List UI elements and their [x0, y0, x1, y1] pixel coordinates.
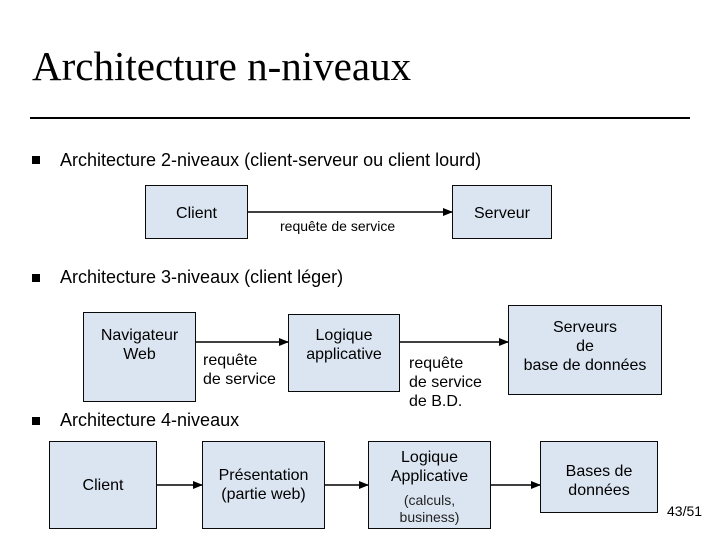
client-label: Client [82, 477, 124, 494]
heading-four-tier: Architecture 4-niveaux [60, 410, 240, 430]
heading-two-tier: Architecture 2-niveaux (client-serveur o… [60, 150, 482, 170]
app-logic-box: Logique applicative [288, 314, 400, 392]
databases-box: Bases de données [540, 441, 658, 513]
request-label: requête de service [203, 352, 276, 388]
presentation-box: Présentation (partie web) [202, 441, 325, 529]
db-request-label: requête de service de B.D. [409, 355, 482, 410]
bullet-icon [32, 156, 40, 164]
presentation-label: Présentation (partie web) [218, 467, 309, 503]
client-box: Client [145, 185, 248, 239]
heading-three-tier: Architecture 3-niveaux (client léger) [60, 267, 344, 287]
server-box: Serveur [452, 185, 552, 239]
client-label: Client [176, 205, 217, 222]
server-label: Serveur [473, 205, 531, 222]
app-logic-label: Logique Applicative [390, 449, 469, 485]
app-logic-label: Logique applicative [306, 327, 382, 363]
title-divider [30, 117, 690, 119]
page-number: 43/51 [667, 503, 703, 519]
bullet-icon [32, 274, 40, 282]
browser-box: Navigateur Web [83, 312, 196, 402]
app-logic-box: Logique Applicative (calculs, business) [368, 441, 491, 529]
client-box: Client [49, 441, 157, 529]
page-title: Architecture n-niveaux [32, 43, 412, 89]
app-logic-detail: (calculs, business) [399, 492, 460, 525]
request-label: requête de service [280, 218, 396, 234]
bullet-icon [32, 417, 40, 425]
db-servers-label: Serveurs de base de données [523, 319, 647, 374]
databases-label: Bases de données [565, 463, 633, 499]
db-servers-box: Serveurs de base de données [508, 305, 662, 395]
browser-label: Navigateur Web [100, 327, 179, 363]
